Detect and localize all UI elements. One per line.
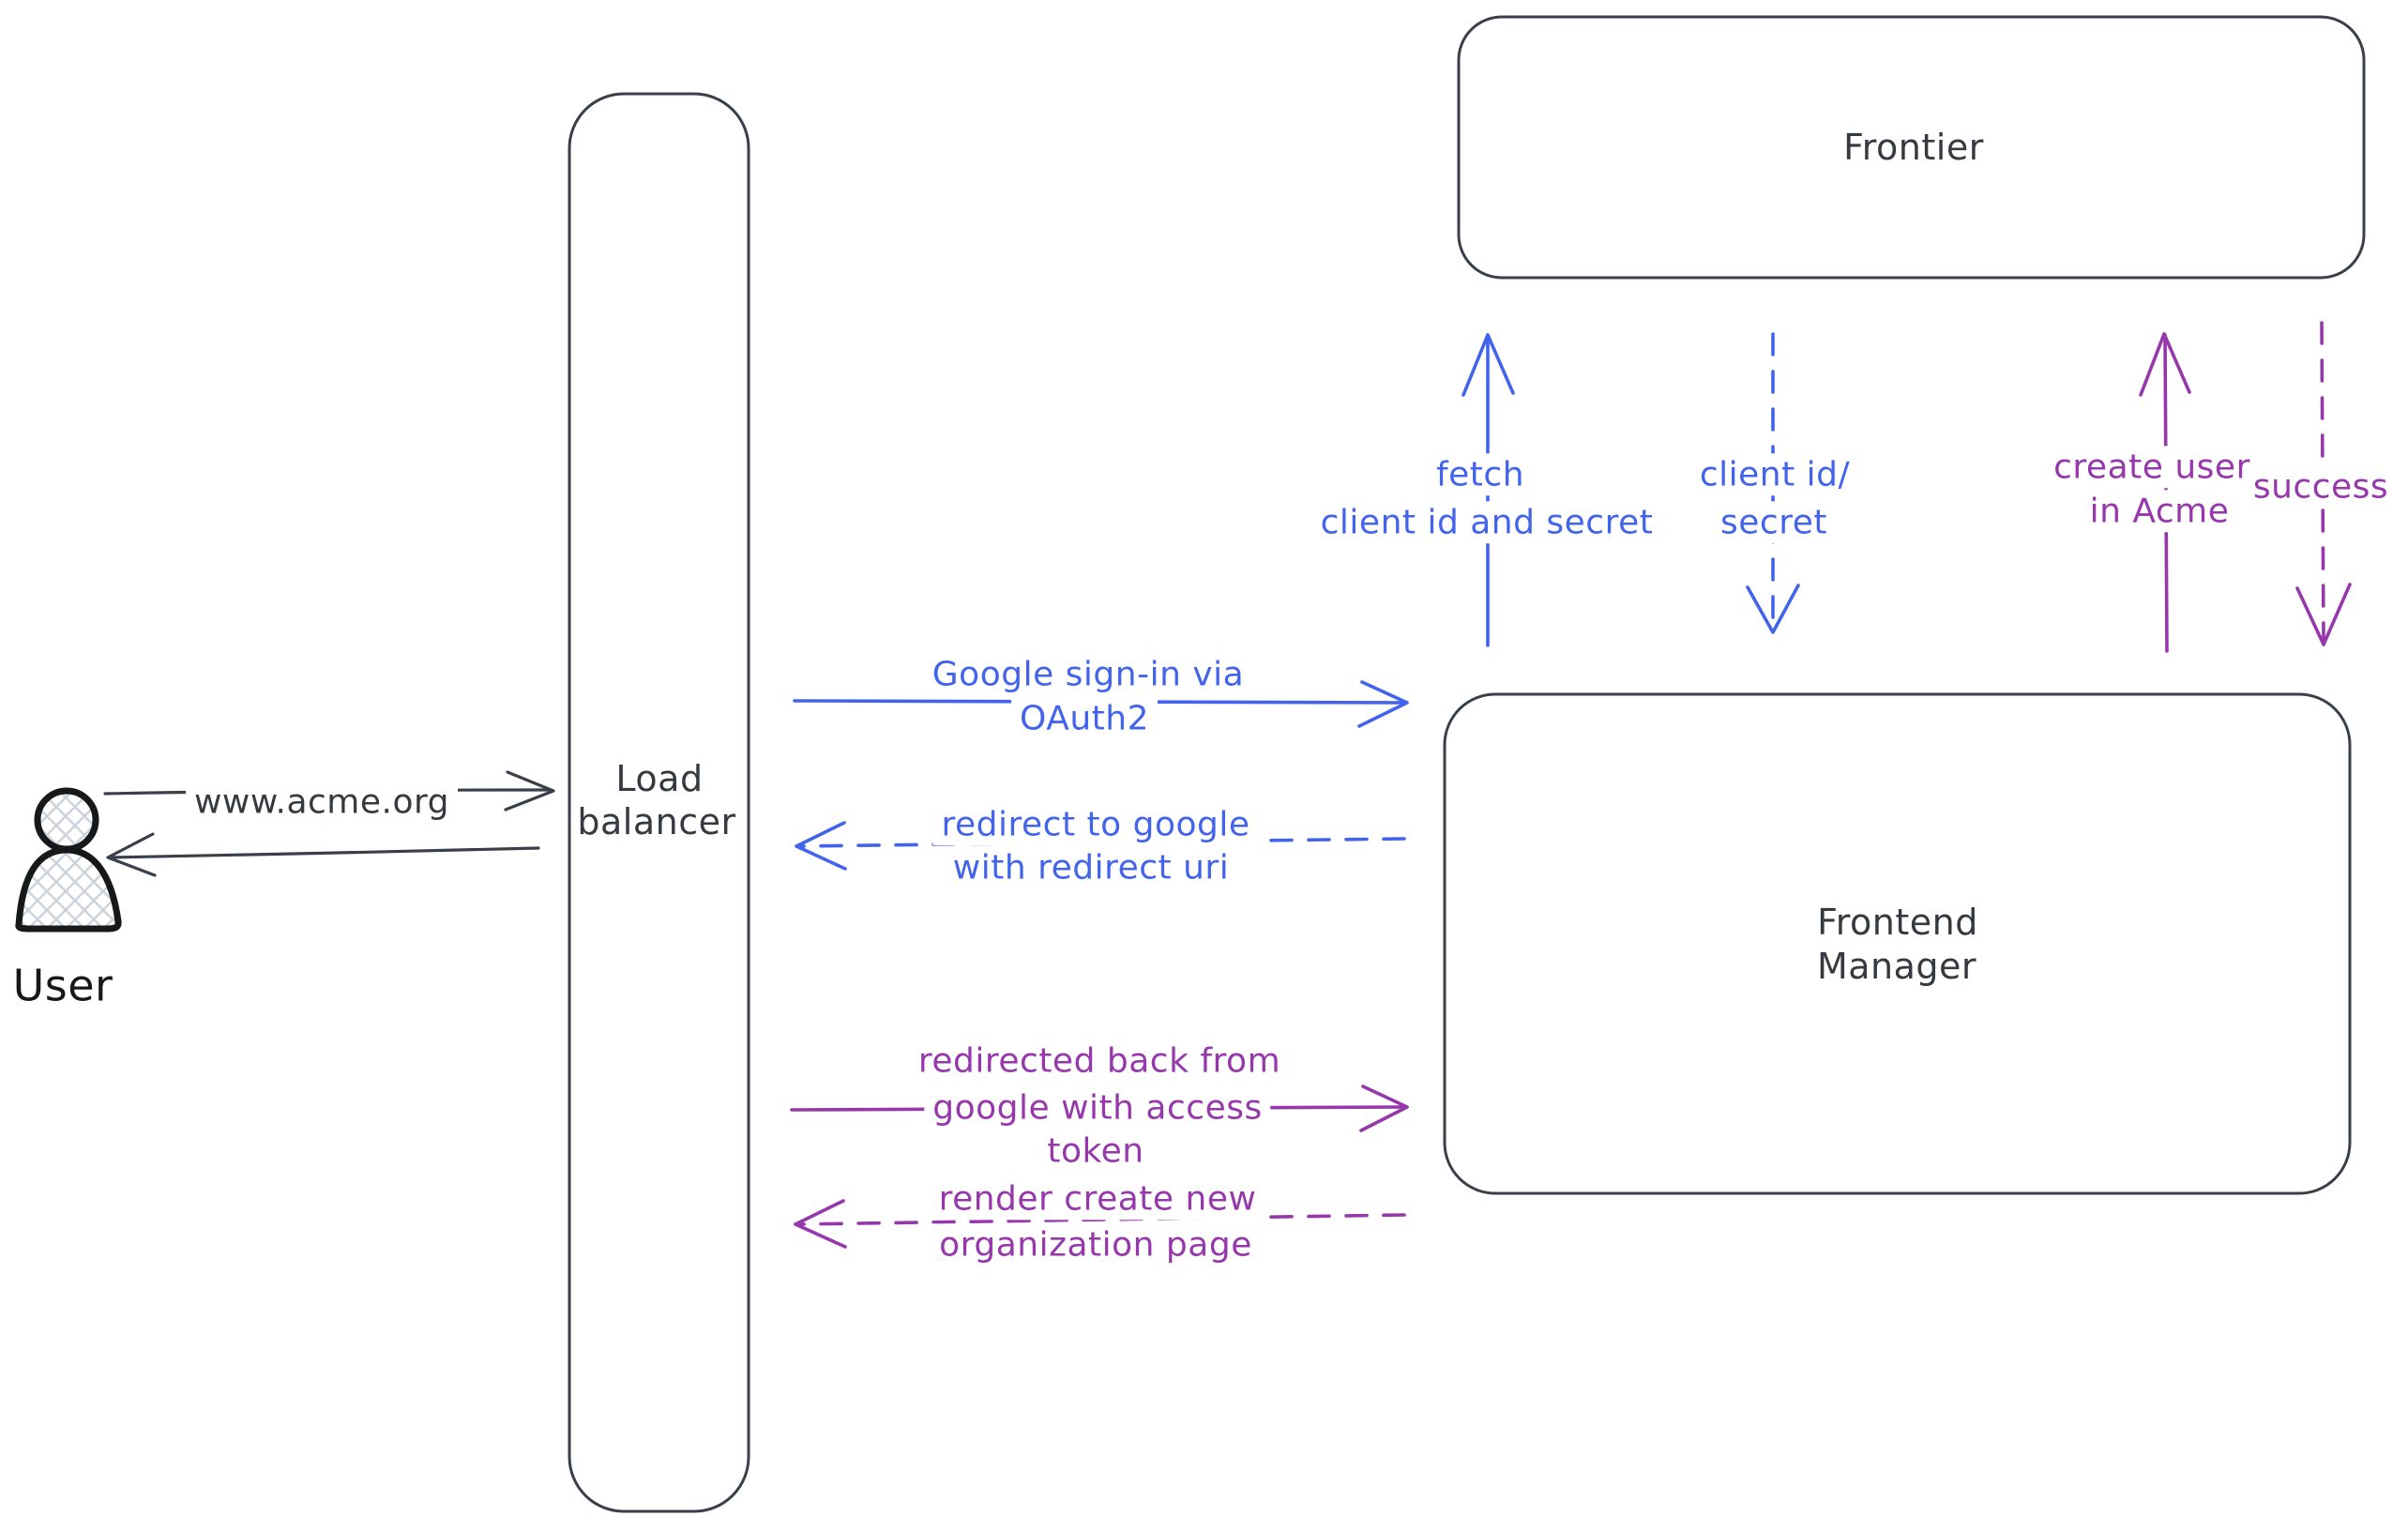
arrow-create-user-head (2139, 332, 2191, 397)
load-balancer-label-line2: balancer (577, 801, 736, 843)
arrow-success-head (2295, 583, 2352, 646)
arrow-label-create-user-line1: create user (2045, 446, 2259, 489)
arrow-label-acme-request: www.acme.org (185, 781, 459, 824)
arrow-label-fetch-credentials-line1: fetch (1427, 453, 1534, 496)
arrow-label-google-signin-line2: OAuth2 (1011, 697, 1158, 740)
arrow-label-credentials-response-line1: client id/ (1690, 453, 1859, 496)
user-icon-head (34, 787, 99, 853)
arrow-redirect-google-head (795, 821, 847, 871)
arrow-google-signin-head (1357, 680, 1409, 728)
blue-dashed-arrows (798, 332, 1775, 848)
frontend-manager-label-line2: Manager (1816, 946, 1977, 988)
frontier-box (1457, 15, 2366, 280)
arrow-label-redirect-google-line2: with redirect uri (944, 846, 1238, 889)
arrow-render-org-head (794, 1199, 847, 1249)
arrow-redirected-back-head (1359, 1085, 1409, 1132)
arrow-label-render-org-line2: organization page (931, 1223, 1261, 1267)
user-label: User (12, 960, 114, 1011)
arrow-acme-request-head (504, 770, 555, 812)
arrow-fetch-credentials-head (1461, 333, 1515, 397)
arrow-credentials-response-head (1746, 584, 1800, 634)
load-balancer-label-line1: Load (615, 758, 704, 800)
arrow-label-redirected-back-line2: google with access (924, 1086, 1271, 1130)
arrow-label-create-user-line2: in Acme (2081, 490, 2238, 533)
arrow-label-fetch-credentials-line2: client id and secret (1311, 501, 1662, 544)
frontend-manager-box (1443, 692, 2352, 1195)
arrow-label-google-signin-line1: Google sign-in via (923, 653, 1253, 696)
arrow-acme-response-head (106, 832, 157, 877)
user-icon (15, 787, 122, 933)
arrow-label-success: success (2244, 465, 2398, 508)
arrow-label-redirected-back-line3: token (1038, 1130, 1153, 1173)
arrow-acme-response-line (108, 846, 540, 859)
arrow-label-redirected-back-line1: redirected back from (909, 1039, 1290, 1083)
node-boxes (568, 15, 2366, 1513)
arrow-label-redirect-google-line1: redirect to google (932, 803, 1259, 846)
frontier-label: Frontier (1843, 127, 1984, 169)
arrow-label-credentials-response-line2: secret (1712, 501, 1836, 544)
frontend-manager-label-line1: Frontend (1817, 902, 1978, 944)
blue-solid-arrows (793, 333, 1800, 871)
user-icon-body (15, 846, 122, 933)
arrow-label-render-org-line1: render create new (930, 1177, 1265, 1221)
load-balancer-box (568, 92, 750, 1513)
